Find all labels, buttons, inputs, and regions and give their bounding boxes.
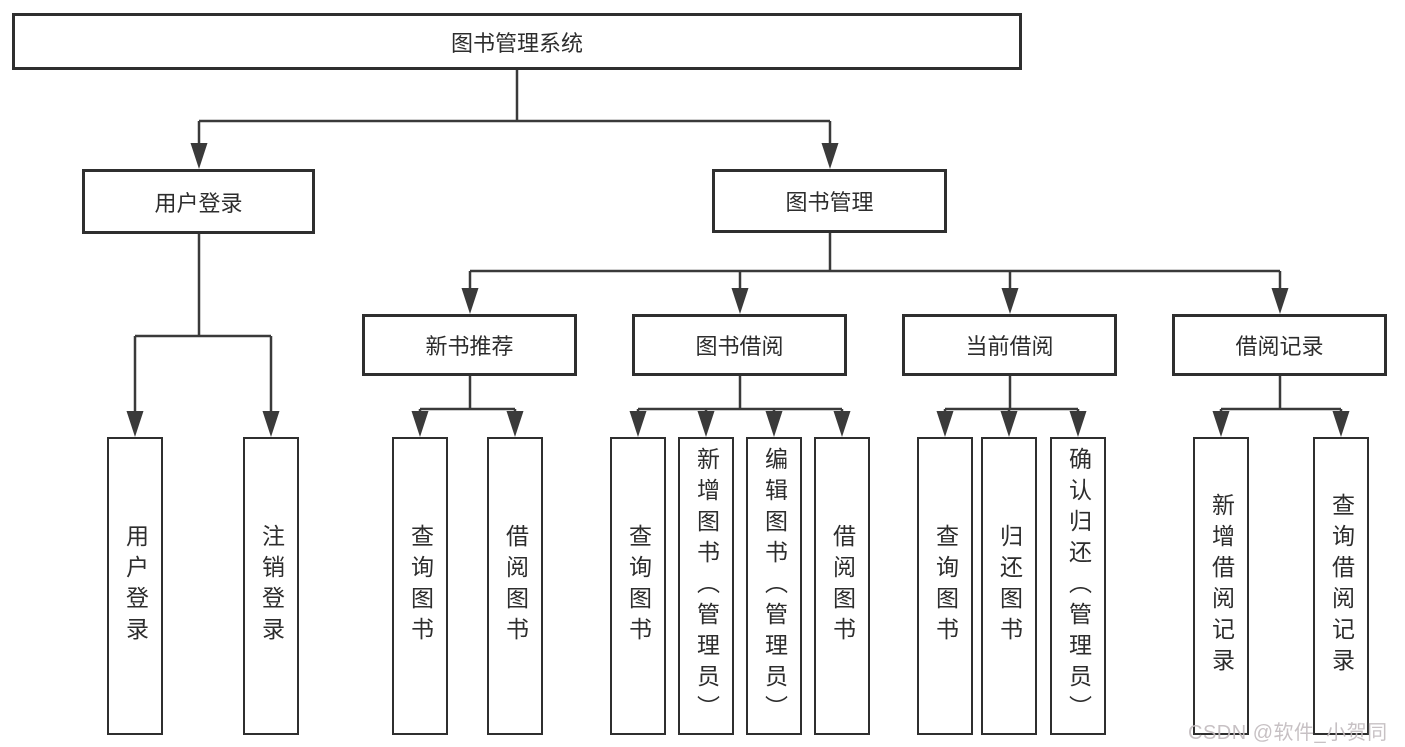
node-book-borrowing: 图书借阅 xyxy=(632,314,847,376)
csdn-watermark: CSDN @软件_小贺同学 xyxy=(1188,722,1388,744)
leaf-current-query-books: 查询图书 xyxy=(917,437,973,735)
leaf-borrowing-edit-books-admin-label: 编辑图书（管理员） xyxy=(761,446,788,726)
leaf-user-login: 用户登录 xyxy=(107,437,163,735)
leaf-current-return-books: 归还图书 xyxy=(981,437,1037,735)
node-book-borrowing-label: 图书借阅 xyxy=(695,334,784,359)
leaf-records-query-record: 查询借阅记录 xyxy=(1313,437,1369,735)
leaf-recommend-borrow-books-label: 借阅图书 xyxy=(502,524,529,648)
leaf-borrowing-borrow-books: 借阅图书 xyxy=(814,437,870,735)
leaf-borrowing-edit-books-admin: 编辑图书（管理员） xyxy=(746,437,802,735)
leaf-current-query-books-label: 查询图书 xyxy=(932,524,959,648)
leaf-logout: 注销登录 xyxy=(243,437,299,735)
root-node-label: 图书管理系统 xyxy=(450,30,583,56)
leaf-recommend-query-books-label: 查询图书 xyxy=(407,524,434,648)
node-current-borrowing: 当前借阅 xyxy=(902,314,1117,376)
leaf-records-add-record: 新增借阅记录 xyxy=(1193,437,1249,735)
node-borrowing-records-label: 借阅记录 xyxy=(1235,334,1324,359)
node-current-borrowing-label: 当前借阅 xyxy=(965,334,1054,359)
leaf-borrowing-query-books-label: 查询图书 xyxy=(625,524,652,648)
node-user-login: 用户登录 xyxy=(82,169,315,234)
leaf-borrowing-query-books: 查询图书 xyxy=(610,437,666,735)
leaf-current-confirm-return-admin: 确认归还（管理员） xyxy=(1050,437,1106,735)
leaf-recommend-borrow-books: 借阅图书 xyxy=(487,437,543,735)
leaf-records-query-record-label: 查询借阅记录 xyxy=(1328,493,1355,679)
root-node-library-system: 图书管理系统 xyxy=(12,13,1022,70)
leaf-user-login-label: 用户登录 xyxy=(122,524,149,648)
leaf-borrowing-borrow-books-label: 借阅图书 xyxy=(829,524,856,648)
leaf-current-confirm-return-admin-label: 确认归还（管理员） xyxy=(1065,446,1092,726)
node-borrowing-records: 借阅记录 xyxy=(1172,314,1387,376)
leaf-borrowing-add-books-admin: 新增图书（管理员） xyxy=(678,437,734,735)
node-new-book-recommendation-label: 新书推荐 xyxy=(425,334,514,359)
leaf-logout-label: 注销登录 xyxy=(258,524,285,648)
leaf-borrowing-add-books-admin-label: 新增图书（管理员） xyxy=(693,446,720,726)
node-new-book-recommendation: 新书推荐 xyxy=(362,314,577,376)
node-book-management: 图书管理 xyxy=(712,169,947,233)
arrowhead-icons xyxy=(126,143,1350,437)
leaf-records-add-record-label: 新增借阅记录 xyxy=(1208,493,1235,679)
leaf-current-return-books-label: 归还图书 xyxy=(996,524,1023,648)
node-book-management-label: 图书管理 xyxy=(785,190,874,215)
leaf-recommend-query-books: 查询图书 xyxy=(392,437,448,735)
node-user-login-label: 用户登录 xyxy=(154,190,243,216)
